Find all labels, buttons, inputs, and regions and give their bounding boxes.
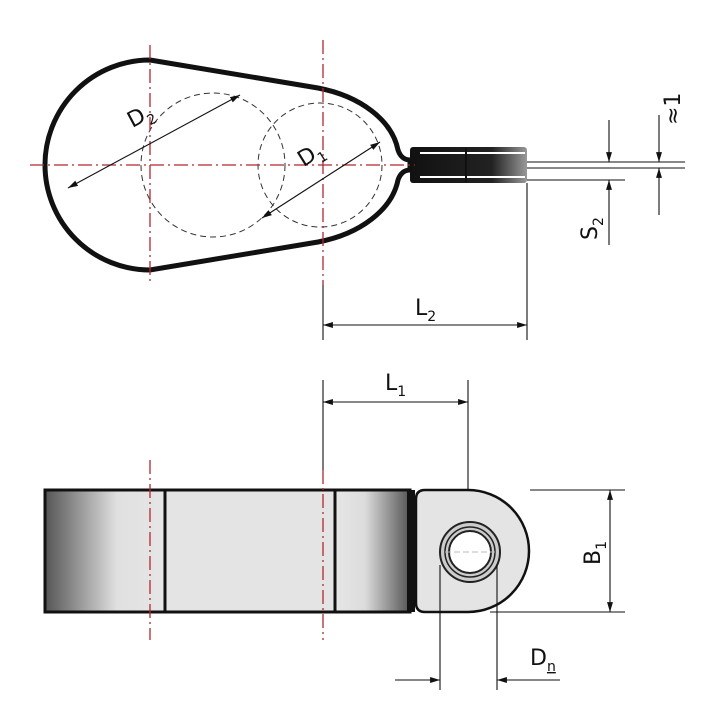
tab-side xyxy=(410,147,527,183)
teardrop-outline xyxy=(42,57,413,273)
top-view: D2 D1 L2 S2 ≈1 xyxy=(30,40,686,340)
l2-label: L2 xyxy=(415,296,436,325)
s2-label: S2 xyxy=(578,217,607,240)
dn-label: Dn xyxy=(530,646,556,675)
d1-dimension xyxy=(261,141,381,219)
d1-label: D1 xyxy=(293,137,330,175)
l1-label: L1 xyxy=(385,371,406,400)
approx1-label: ≈1 xyxy=(661,93,686,125)
d2-dimension xyxy=(67,94,241,189)
front-view: L1 B1 Dn xyxy=(43,371,625,690)
b1-label: B1 xyxy=(581,541,610,565)
d2-label: D2 xyxy=(123,99,159,137)
